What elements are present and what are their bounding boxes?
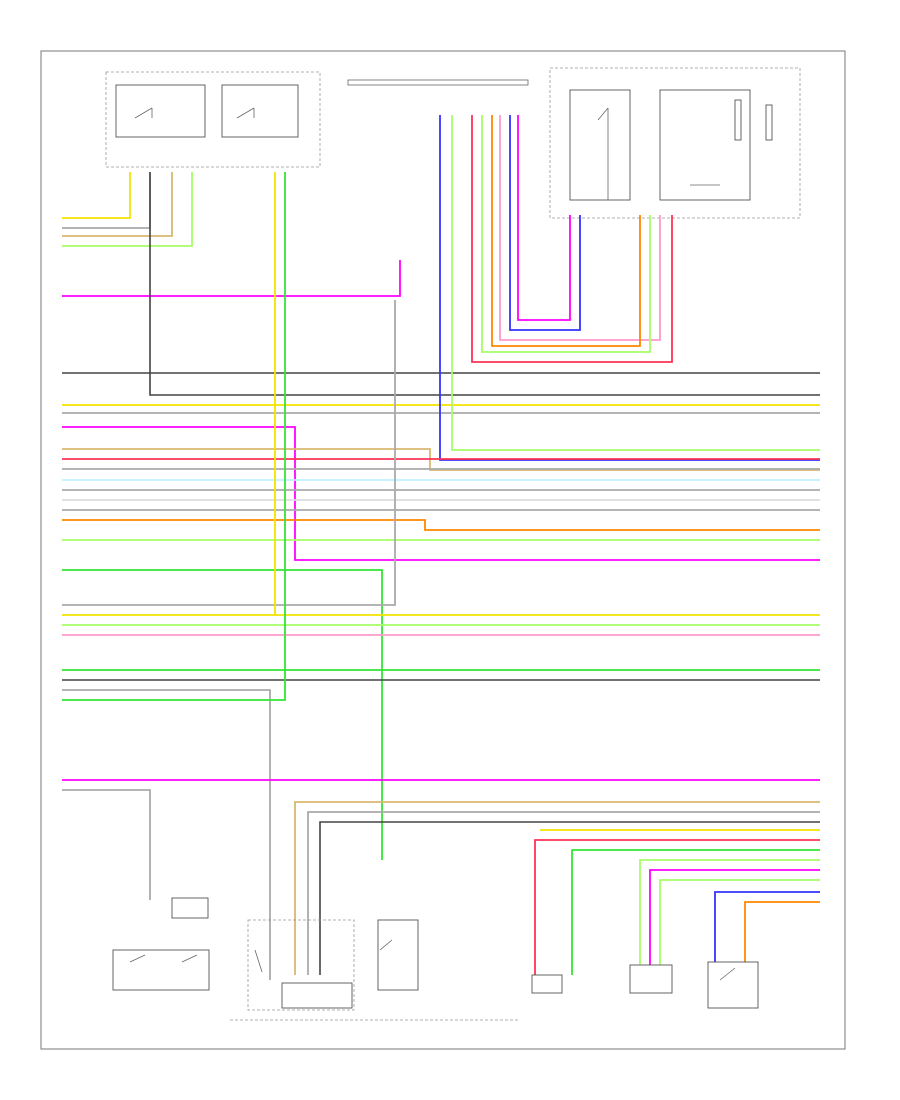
wire-magenta-9 bbox=[62, 426, 820, 561]
bottom-components bbox=[112, 897, 759, 1021]
wire-orange-49 bbox=[491, 115, 641, 347]
fuel-tank-sensor bbox=[629, 964, 673, 994]
wire-harness bbox=[62, 115, 820, 980]
wire-blue-45 bbox=[509, 115, 581, 331]
wire-pink-46 bbox=[499, 115, 661, 341]
wire-magenta-40 bbox=[649, 869, 820, 965]
wire-magenta-44 bbox=[517, 115, 571, 321]
top-right-relay-assembly bbox=[549, 67, 801, 219]
diagram-frame bbox=[40, 50, 846, 1050]
wire-black-6 bbox=[149, 172, 820, 396]
battery-temp-sensor bbox=[531, 974, 563, 994]
wire-tan-2 bbox=[62, 172, 173, 237]
wire-lightgreen-11 bbox=[451, 115, 820, 451]
wire-yellow-0 bbox=[62, 172, 131, 219]
wire-gray-22 bbox=[62, 300, 396, 606]
wire-magenta-4 bbox=[62, 260, 401, 297]
wire-orange-19 bbox=[62, 519, 820, 531]
wire-orange-43 bbox=[744, 901, 820, 962]
wire-gray-32 bbox=[62, 789, 151, 900]
wire-tan-33 bbox=[294, 801, 820, 975]
wire-green-38 bbox=[571, 849, 820, 975]
wire-lightgreen-39 bbox=[639, 859, 820, 965]
wire-blue-42 bbox=[714, 891, 820, 962]
wire-lightgreen-48 bbox=[481, 115, 651, 353]
current-sensor bbox=[707, 961, 759, 1009]
wire-green-29 bbox=[62, 172, 286, 701]
crankshaft-position-sensor bbox=[281, 982, 353, 1009]
wire-red-47 bbox=[471, 115, 673, 363]
wire-gray-34 bbox=[307, 811, 820, 975]
top-left-switch-assembly bbox=[105, 71, 321, 168]
wire-gray-1 bbox=[62, 172, 151, 229]
wire-green-21 bbox=[62, 569, 383, 860]
wire-lightgreen-3 bbox=[62, 172, 193, 247]
fuel-pump-module bbox=[112, 949, 210, 991]
top-center-connector bbox=[347, 79, 529, 86]
wire-red-37 bbox=[534, 839, 820, 975]
wire-gray-28 bbox=[62, 689, 271, 980]
wire-black-35 bbox=[319, 821, 820, 975]
wire-blue-10 bbox=[439, 115, 820, 461]
wire-lightgreen-41 bbox=[659, 879, 820, 965]
